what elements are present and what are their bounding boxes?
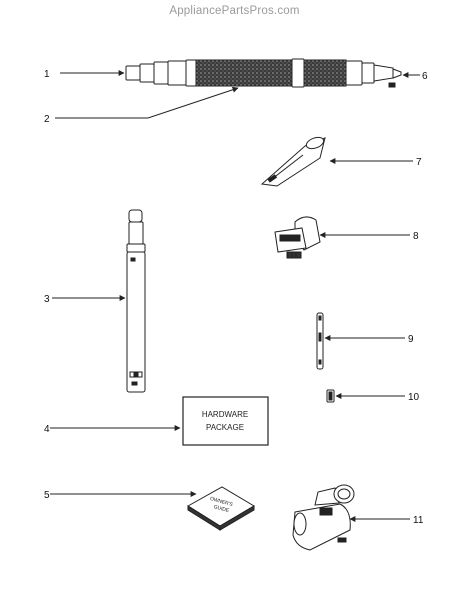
label-part-1: 1	[44, 69, 50, 80]
watermark: AppliancePartsPros.com	[169, 5, 300, 17]
hardware-package-box: HARDWARE PACKAGE	[182, 396, 269, 446]
label-part-3: 3	[44, 294, 50, 305]
label-part-8: 8	[413, 231, 419, 242]
label-part-10: 10	[408, 392, 420, 403]
turbo-brush	[292, 484, 355, 551]
hose-assembly	[125, 58, 402, 88]
hardware-package-line1: HARDWARE	[202, 410, 248, 419]
owners-guide-line2: GUIDE	[213, 504, 231, 514]
crevice-tool	[260, 136, 326, 187]
label-part-5: 5	[44, 490, 50, 501]
upholstery-tool	[274, 216, 321, 259]
label-part-2: 2	[44, 114, 50, 125]
label-part-11: 11	[413, 515, 424, 526]
label-part-6: 6	[422, 71, 428, 82]
strap-part	[316, 312, 324, 370]
label-part-4: 4	[44, 424, 50, 435]
owners-guide-book: OWNER'S GUIDE	[187, 486, 255, 531]
extension-wand	[126, 209, 146, 393]
clip-part	[326, 389, 335, 403]
label-part-9: 9	[408, 334, 414, 345]
callout-labels: 1 2 3 4 5 6 7 8 9 10 11	[44, 69, 428, 526]
callout-lines	[50, 70, 420, 522]
label-part-7: 7	[416, 157, 422, 168]
hardware-package-line2: PACKAGE	[206, 423, 244, 432]
